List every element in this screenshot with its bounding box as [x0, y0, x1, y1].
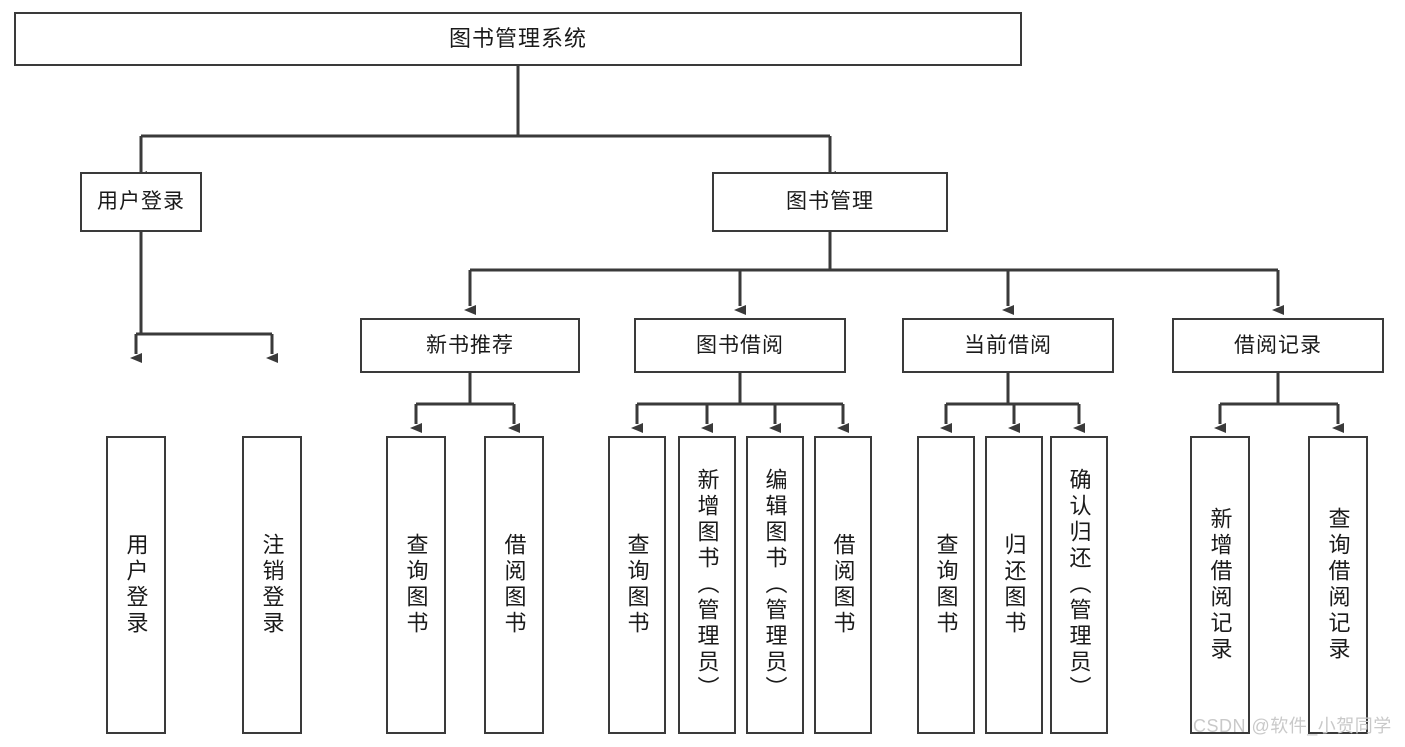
- node-book-management[interactable]: 图书管理: [712, 172, 948, 232]
- leaf-query-books-recommend-label: 查询图书: [403, 533, 429, 637]
- leaf-add-borrow-record[interactable]: 新增借阅记录: [1190, 436, 1250, 734]
- leaf-borrow-books-recommend-label: 借阅图书: [501, 533, 527, 637]
- node-borrow-records-label: 借阅记录: [1234, 333, 1322, 357]
- node-borrow-records[interactable]: 借阅记录: [1172, 318, 1384, 373]
- node-book-borrow[interactable]: 图书借阅: [634, 318, 846, 373]
- leaf-query-books-current[interactable]: 查询图书: [917, 436, 975, 734]
- node-book-borrow-label: 图书借阅: [696, 333, 784, 357]
- leaf-edit-book-admin-label: 编辑图书（管理员）: [762, 468, 788, 702]
- leaf-add-borrow-record-label: 新增借阅记录: [1207, 507, 1233, 663]
- leaf-edit-book-admin[interactable]: 编辑图书（管理员）: [746, 436, 804, 734]
- leaf-user-login[interactable]: 用户登录: [106, 436, 166, 734]
- node-root-label: 图书管理系统: [448, 25, 587, 51]
- leaf-query-borrow-record-label: 查询借阅记录: [1325, 507, 1351, 663]
- leaf-borrow-books-recommend[interactable]: 借阅图书: [484, 436, 544, 734]
- leaf-borrow-books[interactable]: 借阅图书: [814, 436, 872, 734]
- leaf-return-books-label: 归还图书: [1001, 533, 1027, 637]
- leaf-confirm-return-admin[interactable]: 确认归还（管理员）: [1050, 436, 1108, 734]
- node-user-login[interactable]: 用户登录: [80, 172, 202, 232]
- node-new-book-recommend-label: 新书推荐: [426, 333, 514, 357]
- leaf-logout-label: 注销登录: [259, 533, 285, 637]
- leaf-query-books-borrow-label: 查询图书: [624, 533, 650, 637]
- leaf-add-book-admin-label: 新增图书（管理员）: [694, 468, 720, 702]
- leaf-borrow-books-label: 借阅图书: [830, 533, 856, 637]
- leaf-query-books-recommend[interactable]: 查询图书: [386, 436, 446, 734]
- node-user-login-label: 用户登录: [97, 190, 185, 214]
- node-current-borrow-label: 当前借阅: [964, 333, 1052, 357]
- node-new-book-recommend[interactable]: 新书推荐: [360, 318, 580, 373]
- leaf-query-books-borrow[interactable]: 查询图书: [608, 436, 666, 734]
- node-book-management-label: 图书管理: [786, 190, 874, 214]
- leaf-add-book-admin[interactable]: 新增图书（管理员）: [678, 436, 736, 734]
- csdn-watermark: CSDN @软件_小贺同学: [1193, 716, 1392, 736]
- node-root[interactable]: 图书管理系统: [14, 12, 1022, 66]
- leaf-query-books-current-label: 查询图书: [933, 533, 959, 637]
- leaf-confirm-return-admin-label: 确认归还（管理员）: [1066, 468, 1092, 702]
- leaf-query-borrow-record[interactable]: 查询借阅记录: [1308, 436, 1368, 734]
- node-current-borrow[interactable]: 当前借阅: [902, 318, 1114, 373]
- leaf-user-login-label: 用户登录: [123, 533, 149, 637]
- leaf-return-books[interactable]: 归还图书: [985, 436, 1043, 734]
- leaf-logout[interactable]: 注销登录: [242, 436, 302, 734]
